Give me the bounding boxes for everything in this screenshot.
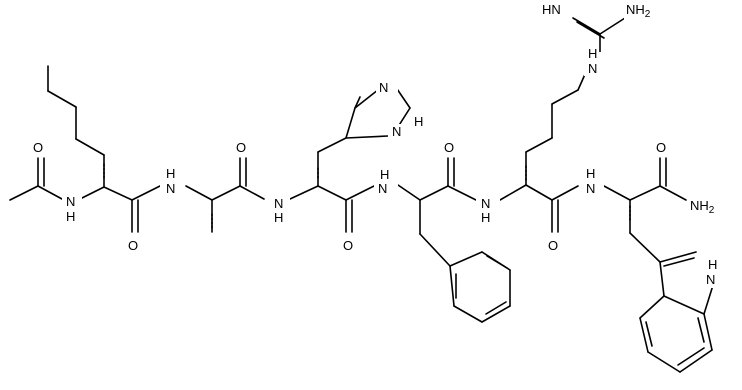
- atom-his-ring-n: N: [379, 80, 388, 95]
- atom-nle-h: H: [66, 209, 75, 224]
- atom-his-n: N: [274, 196, 283, 211]
- atom-arg-amine: NH2: [626, 2, 651, 20]
- atom-ac-oxygen: O: [33, 140, 43, 155]
- atom-label-layer: O N H O H N O N H N N H O H N O N H N H …: [30, 2, 730, 288]
- atom-arg-imine: HN: [542, 2, 561, 17]
- atom-nle-n: N: [66, 194, 75, 209]
- atom-phe-h: H: [380, 167, 389, 182]
- atom-his-ring-nh-n: N: [392, 124, 401, 139]
- atom-his-h: H: [274, 210, 283, 225]
- bond-layer: [9, 17, 715, 373]
- atom-arg-n: N: [481, 196, 490, 211]
- atom-his-ring-nh-h: H: [414, 114, 423, 129]
- atom-indole-n: N: [706, 272, 715, 287]
- atom-trp-amide: NH2: [690, 198, 715, 216]
- atom-arg-guan-h: H: [588, 46, 597, 61]
- atom-phe-n: N: [378, 181, 387, 196]
- atom-trp-n: N: [586, 181, 595, 196]
- atom-arg-oxygen: O: [548, 238, 558, 253]
- atom-ala-n: N: [166, 181, 175, 196]
- atom-ala-oxygen: O: [236, 140, 246, 155]
- atom-nle-oxygen: O: [128, 238, 138, 253]
- stereo-bond-layer: [103, 163, 631, 229]
- atom-trp-h: H: [586, 166, 595, 181]
- atom-arg-guan-n: N: [588, 61, 597, 76]
- atom-trp-oxygen: O: [656, 140, 666, 155]
- atom-arg-h: H: [481, 210, 490, 225]
- atom-his-oxygen: O: [343, 238, 353, 253]
- atom-phe-oxygen: O: [444, 140, 454, 155]
- atom-ala-h: H: [166, 166, 175, 181]
- atom-indole-h: H: [708, 257, 717, 272]
